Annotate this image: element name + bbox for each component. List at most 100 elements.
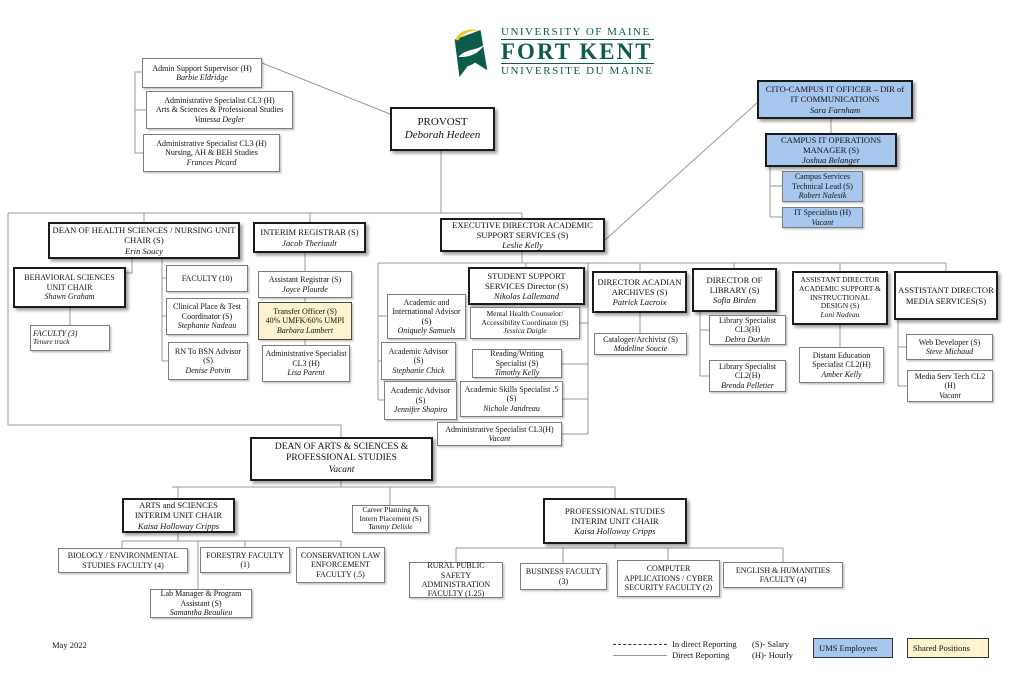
box-name: Sofia Birden bbox=[713, 295, 756, 306]
box-title: RN To BSN Advisor (S) bbox=[174, 346, 242, 366]
legend-shared-label: Shared Positions bbox=[913, 643, 970, 653]
connector bbox=[604, 102, 758, 241]
org-box-cataloger-archivist: Cataloger/Archivist (S) Madeline Soucie bbox=[594, 333, 687, 355]
connector bbox=[7, 213, 342, 437]
org-box-academic-intl-advisor: Academic and International Advisor (S) O… bbox=[387, 294, 466, 339]
box-title: Administrative Specialist CL3(H) bbox=[445, 424, 554, 434]
legend-solid-line bbox=[613, 655, 667, 656]
box-name: Deborah Hedeen bbox=[404, 129, 481, 141]
box-title: ENGLISH & HUMANITIES FACULTY (4) bbox=[735, 565, 831, 584]
legend-ums-label: UMS Employees bbox=[819, 643, 878, 653]
box-title: ARTS and SCIENCES INTERIM UNIT CHAIR bbox=[134, 500, 223, 521]
box-title: INTERIM REGISTRAR (S) bbox=[260, 227, 359, 238]
box-name: Tammy Delisle bbox=[368, 522, 413, 532]
org-box-web-developer: Web Developer (S) Steve Michaud bbox=[906, 334, 993, 360]
box-title: Media Serv Tech CL2 (H) bbox=[914, 371, 986, 391]
box-title: Admin Support Supervisor (H) bbox=[152, 63, 252, 73]
box-name: Jessica Daigle bbox=[503, 326, 547, 336]
box-title: Campus Services Technical Lead (S) bbox=[792, 172, 853, 191]
box-name: Madeline Soucie bbox=[613, 344, 668, 353]
org-box-lab-manager: Lab Manager & Program Assistant (S) Sama… bbox=[150, 589, 252, 618]
box-name: Samantha Beaulieu bbox=[169, 608, 233, 618]
org-box-admin-specialist-asps: Administrative Specialist CL3 (H) Arts &… bbox=[146, 91, 293, 129]
connector bbox=[839, 320, 907, 387]
legend-ums-box: UMS Employees bbox=[813, 638, 893, 658]
org-box-distant-education-specialist: Distant Education Specialist CL2(H) Ambe… bbox=[799, 347, 884, 383]
box-title: Administrative Specialist CL3 (H) bbox=[164, 95, 275, 105]
org-box-transfer-officer: Transfer Officer (S) 40% UMFK/60% UMPI B… bbox=[258, 302, 352, 340]
org-box-english-humanities-faculty: ENGLISH & HUMANITIES FACULTY (4) bbox=[723, 562, 843, 588]
connector bbox=[261, 62, 391, 115]
box-name: Steve Michaud bbox=[925, 347, 974, 356]
box-name: Joshua Belanger bbox=[802, 155, 860, 166]
box-title: PROVOST bbox=[417, 116, 468, 129]
legend-shared-box: Shared Positions bbox=[907, 638, 989, 658]
box-title: Library Specialist CL3(H) bbox=[718, 315, 777, 335]
box-name: Stephanie Nadeau bbox=[177, 321, 237, 331]
org-box-provost: PROVOST Deborah Hedeen bbox=[390, 107, 495, 151]
connector bbox=[378, 252, 947, 271]
box-title: Clinical Place & Test Coordinator (S) bbox=[173, 302, 241, 321]
box-name: Kaisa Holloway Cripps bbox=[574, 526, 656, 537]
box-name: Robert Nalesik bbox=[798, 191, 847, 201]
box-note: 40% UMFK/60% UMPI bbox=[265, 316, 345, 326]
org-box-dean-arts-sciences: DEAN OF ARTS & SCIENCES & PROFESSIONAL S… bbox=[250, 437, 433, 481]
org-box-forestry-faculty: FORESTRY FACULTY (1) bbox=[200, 547, 290, 573]
umfk-logo-icon bbox=[454, 29, 488, 77]
org-box-business-faculty: BUSINESS FACULTY (3) bbox=[520, 563, 607, 590]
org-box-academic-advisor-chick: Academic Advisor (S) Stephanie Chick bbox=[381, 342, 456, 380]
box-name: Barbie Eldridge bbox=[176, 73, 228, 82]
org-box-admin-specialist-vacant: Administrative Specialist CL3(H) Vacant bbox=[437, 422, 562, 446]
box-title: CITO-CAMPUS IT OFFICER – DIR of IT COMMU… bbox=[765, 84, 905, 105]
box-title: BUSINESS FACULTY (3) bbox=[525, 567, 602, 586]
box-title: Administrative Specialist CL3 (H) bbox=[265, 349, 347, 368]
legend-salary-label: (S)- Salary bbox=[752, 639, 790, 649]
box-title: FACULTY (3) bbox=[33, 328, 78, 338]
org-box-admin-specialist-lisa: Administrative Specialist CL3 (H) Lisa P… bbox=[262, 345, 350, 382]
org-box-campus-services-lead: Campus Services Technical Lead (S) Rober… bbox=[782, 171, 863, 202]
box-name: Tenure track bbox=[33, 337, 70, 347]
legend-direct-label: Direct Reporting bbox=[672, 650, 730, 660]
connector bbox=[121, 533, 342, 589]
connector bbox=[172, 481, 616, 505]
box-name: Stephanie Chick bbox=[392, 365, 445, 375]
org-box-admin-specialist-nursing: Administrative Specialist CL3 (H) Nursin… bbox=[143, 134, 280, 172]
box-title: Cataloger/Archivist (S) bbox=[603, 334, 678, 344]
org-box-dean-health-sciences: DEAN OF HEALTH SCIENCES / NURSING UNIT C… bbox=[48, 222, 240, 259]
legend-dashed-line bbox=[613, 644, 667, 645]
box-title: Transfer Officer (S) bbox=[273, 306, 337, 316]
box-title: Web Developer (S) bbox=[918, 337, 981, 347]
box-name: Amber Kelly bbox=[821, 369, 862, 379]
box-title: Academic Advisor (S) bbox=[388, 346, 449, 366]
org-box-it-specialists: IT Specialists (H) Vacant bbox=[782, 207, 863, 228]
logo-line1: UNIVERSITY OF MAINE bbox=[501, 26, 654, 40]
box-dept: Arts & Sciences & Professional Studies bbox=[155, 105, 284, 115]
box-name: Oniquely Samuels bbox=[397, 325, 456, 335]
box-title: Career Planning & Intern Placement (S) bbox=[359, 504, 422, 523]
box-title: FORESTRY FACULTY (1) bbox=[206, 550, 284, 569]
org-box-asst-director-media-services: ASSTISTANT DIRECTOR MEDIA SERVICES(S) bbox=[894, 271, 998, 320]
box-title: Lab Manager & Program Assistant (S) bbox=[160, 589, 242, 608]
org-box-mental-health-counselor: Mental Health Counselor/ Accessibility C… bbox=[470, 307, 580, 339]
box-title: DEAN OF HEALTH SCIENCES / NURSING UNIT C… bbox=[52, 225, 236, 246]
box-title: COMPUTER APPLICATIONS / CYBER SECURITY F… bbox=[624, 564, 713, 593]
box-name: Vacant bbox=[328, 464, 355, 475]
legend-hourly-label: (H)- Hourly bbox=[752, 650, 793, 660]
connector bbox=[769, 119, 832, 218]
box-title: EXECUTIVE DIRECTOR ACADEMIC SUPPORT SERV… bbox=[452, 219, 593, 240]
box-name: Jennifer Shapiro bbox=[393, 405, 448, 415]
org-box-cito: CITO-CAMPUS IT OFFICER – DIR of IT COMMU… bbox=[757, 80, 913, 119]
org-box-student-support-director: STUDENT SUPPORT SERVICES Director (S) Ni… bbox=[468, 267, 585, 305]
box-name: Frances Picard bbox=[186, 157, 237, 167]
box-title: BEHAVIORAL SCIENCES UNIT CHAIR bbox=[24, 273, 115, 292]
box-title: FACULTY (10) bbox=[181, 273, 233, 283]
box-name: Denise Potvin bbox=[185, 365, 231, 375]
box-title: DEAN OF ARTS & SCIENCES & PROFESSIONAL S… bbox=[274, 442, 409, 464]
box-name: Vacant bbox=[939, 390, 961, 400]
connector bbox=[639, 312, 709, 377]
org-box-exec-director-academic-support: EXECUTIVE DIRECTOR ACADEMIC SUPPORT SERV… bbox=[440, 218, 605, 252]
connector bbox=[161, 258, 168, 362]
box-name: Jacob Theriault bbox=[282, 237, 337, 248]
box-name: Lisa Parent bbox=[287, 368, 325, 378]
